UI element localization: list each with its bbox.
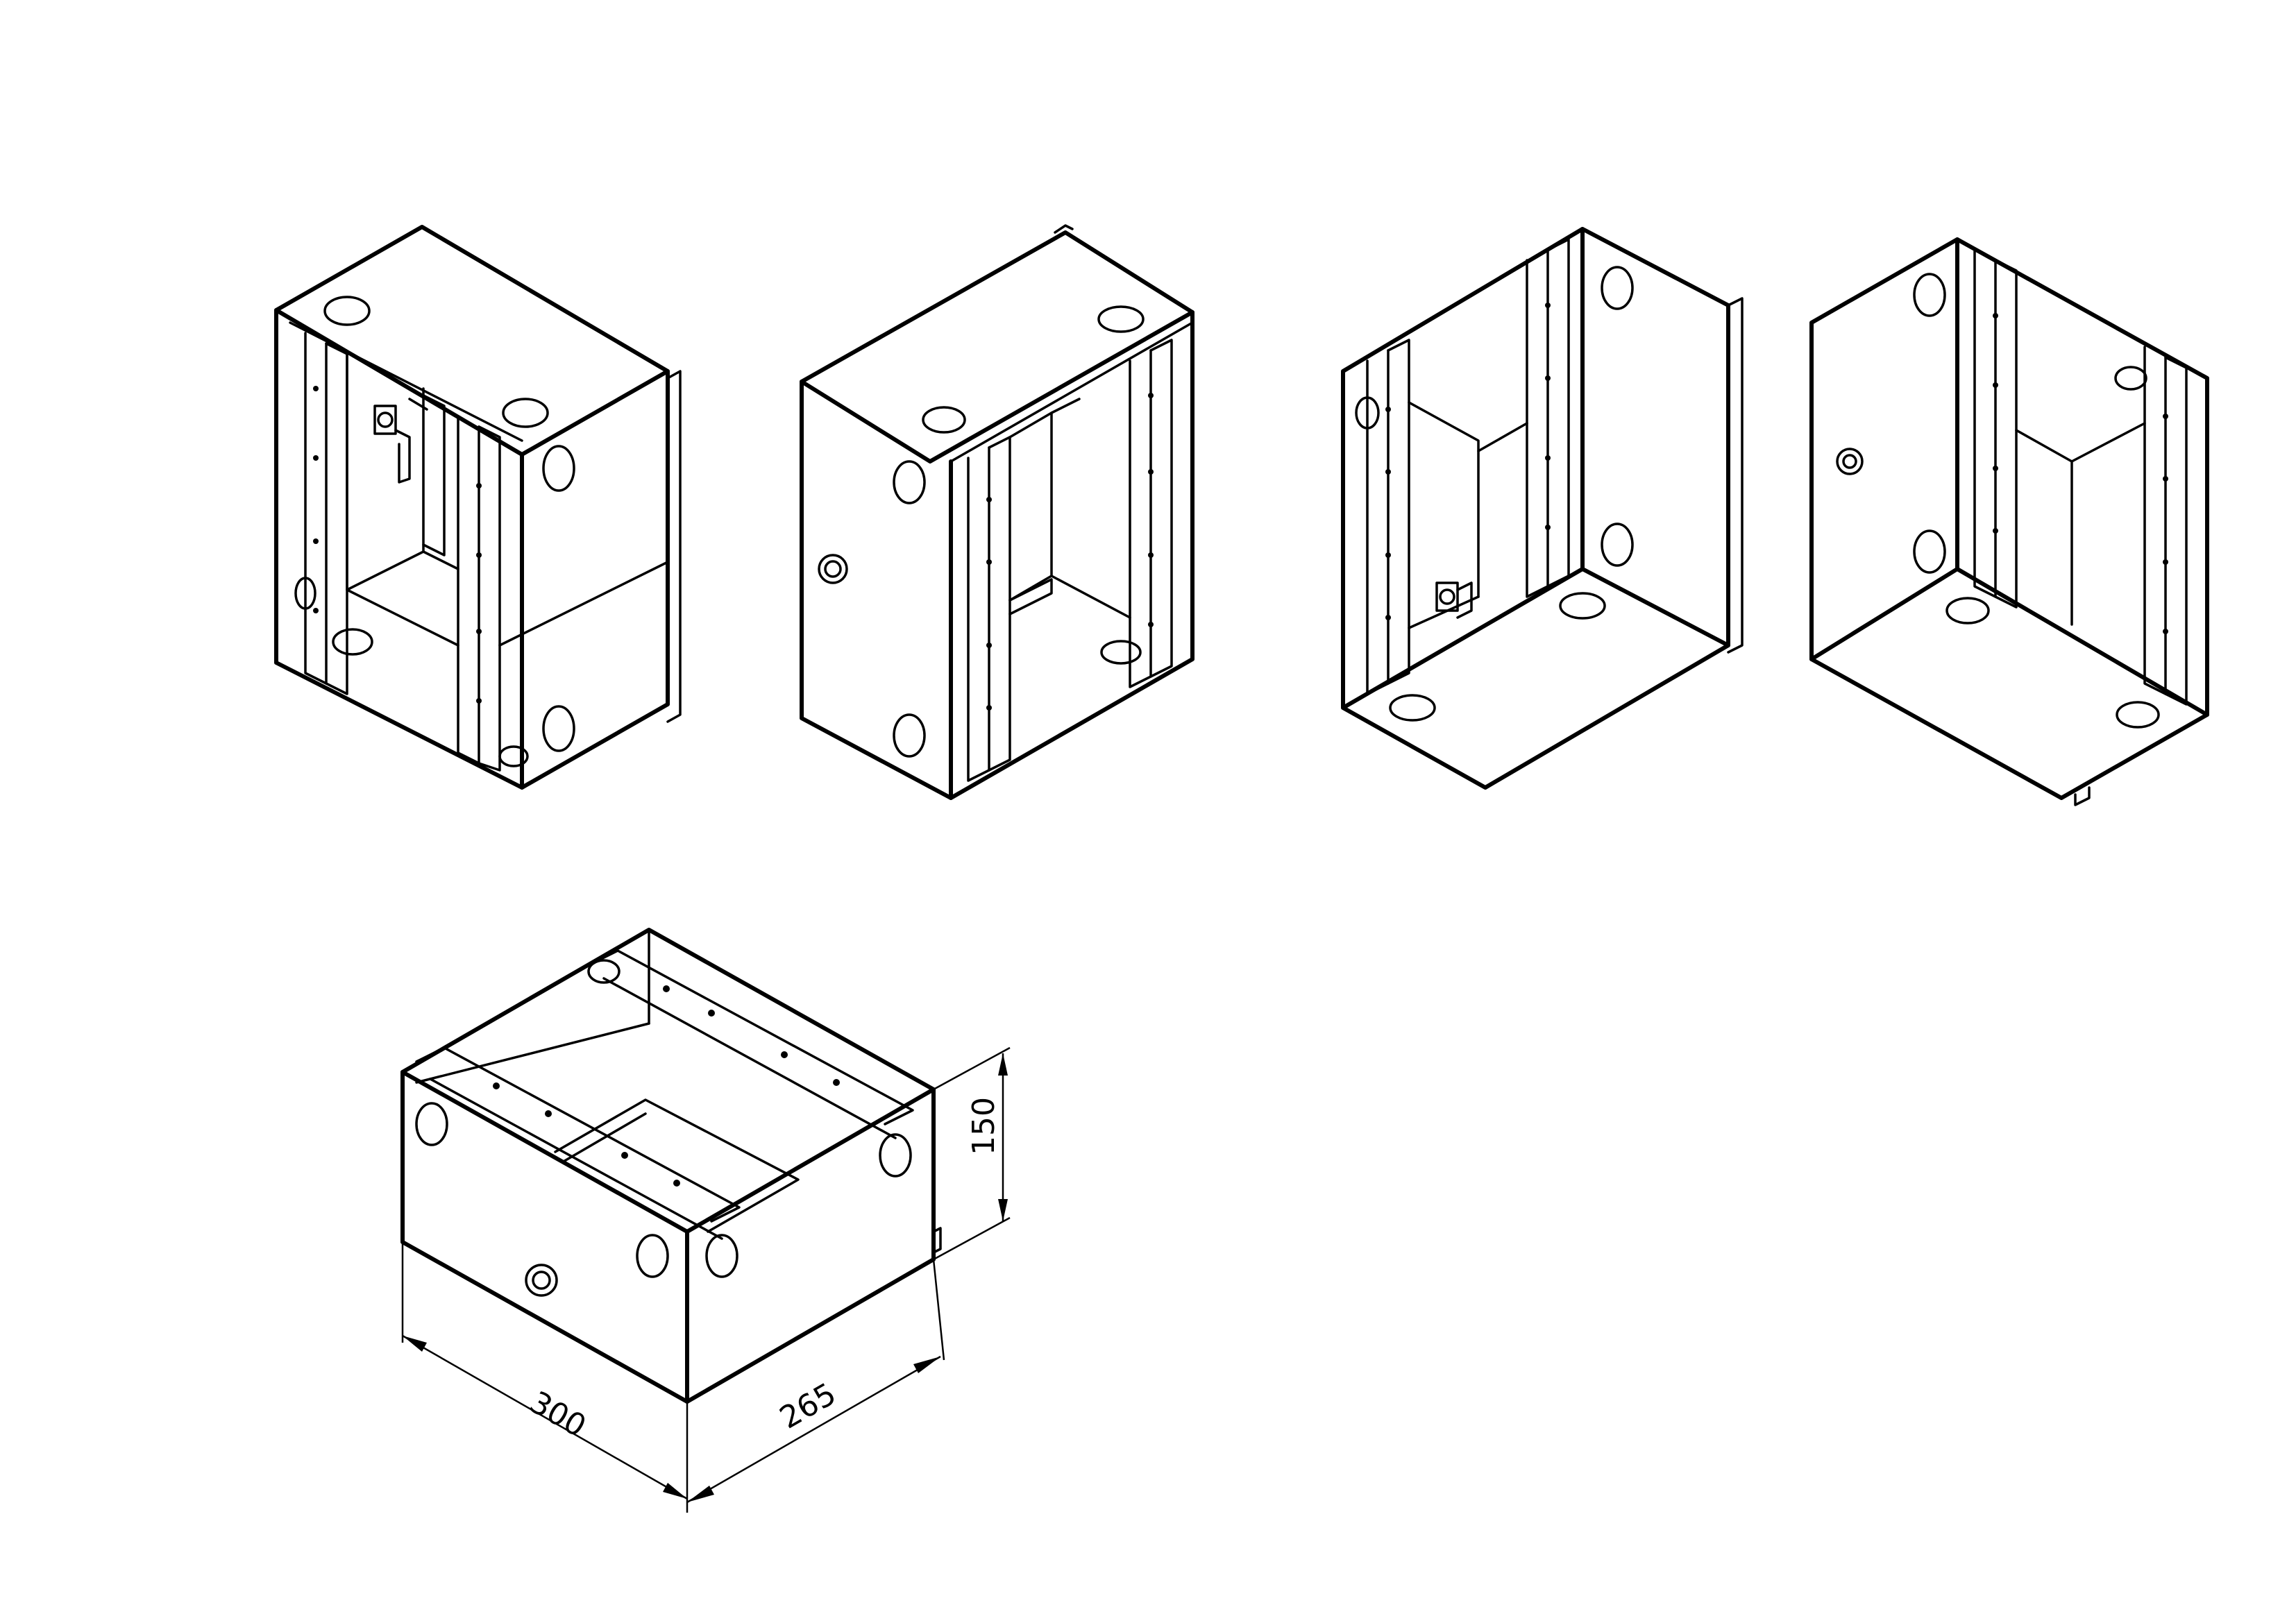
dimension-height-label: 150 xyxy=(966,1097,1002,1155)
lock-icon xyxy=(525,1264,558,1297)
lock-icon xyxy=(818,554,848,584)
enclosure-view-4 xyxy=(1809,237,2209,806)
lock-icon xyxy=(1836,448,1864,475)
lock-icon xyxy=(373,398,428,484)
enclosure-view-5: 300 265 150 xyxy=(400,928,1011,1513)
dimension-width-label: 300 xyxy=(524,1384,592,1444)
dimension-depth-label: 265 xyxy=(774,1376,842,1436)
enclosure-view-1 xyxy=(274,225,682,790)
enclosure-view-3 xyxy=(1341,227,1744,790)
lock-icon xyxy=(1435,581,1473,619)
enclosure-view-2 xyxy=(800,224,1195,800)
